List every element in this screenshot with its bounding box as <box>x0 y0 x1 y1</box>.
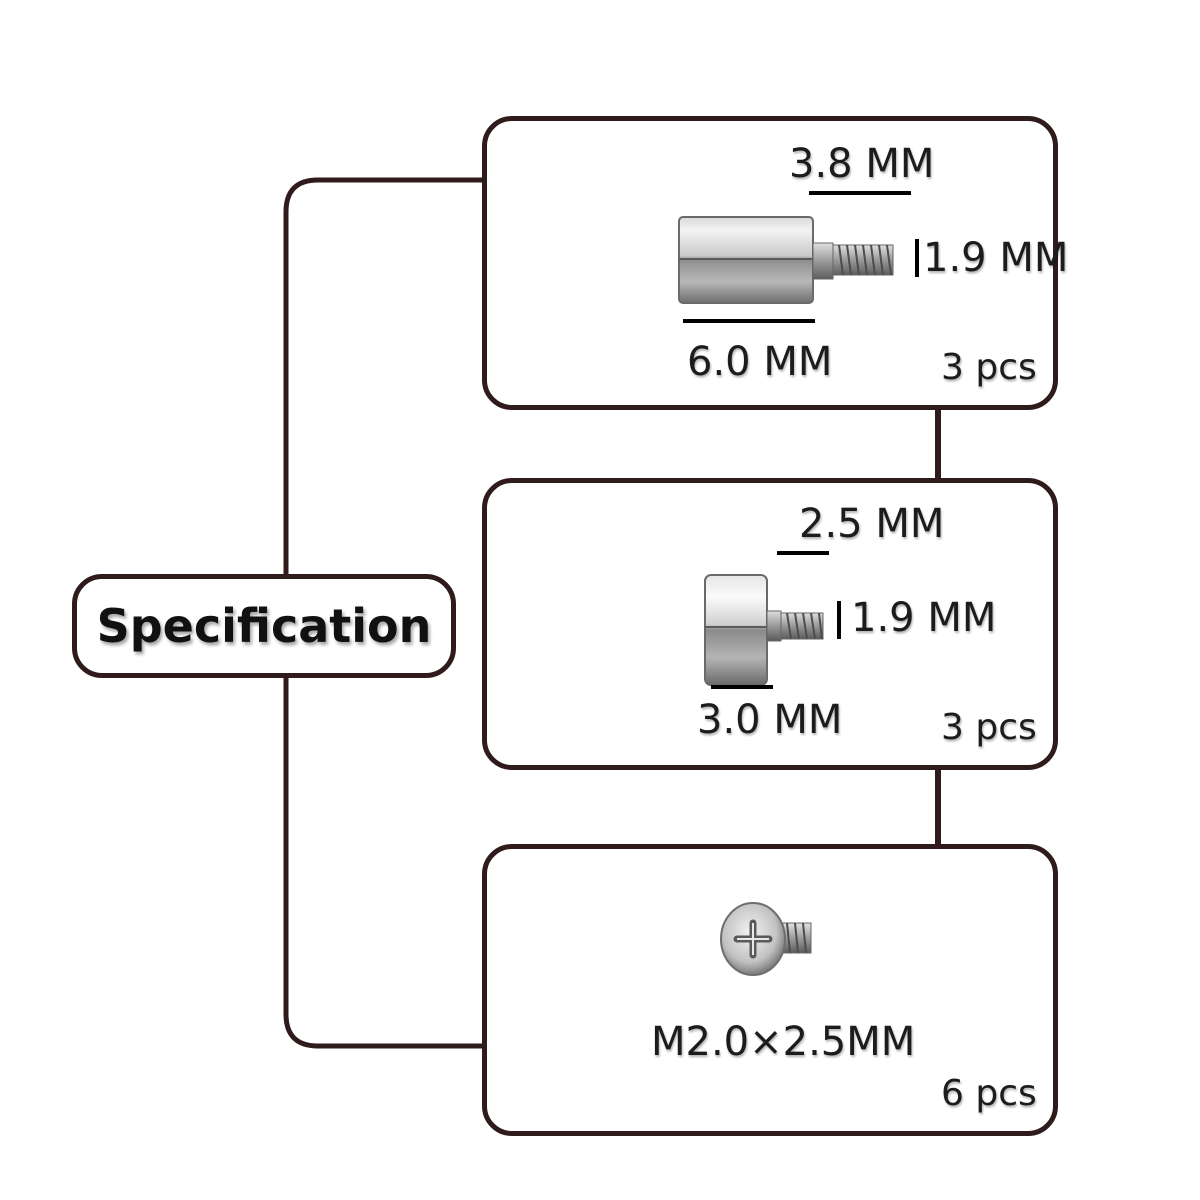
spec-box-1: 3.8 MM <box>482 116 1068 410</box>
top-dimension-line <box>777 551 829 555</box>
bottom-dimension-label: 3.0 MM <box>697 697 843 743</box>
spec-box-3: M2.0×2.5MM 6 pcs <box>482 844 1058 1136</box>
specification-label-box: Specification <box>72 574 456 678</box>
spec-box-2: 2.5 MM 1.9 MM <box>482 478 1058 770</box>
short-hex-standoff-icon <box>704 574 824 686</box>
side-dimension-line <box>837 601 841 639</box>
top-dimension-label: 2.5 MM <box>799 501 945 547</box>
bottom-dimension-line <box>683 319 815 323</box>
top-dimension-label: 3.8 MM <box>789 141 935 187</box>
side-dimension-label: 1.9 MM <box>851 595 997 641</box>
phillips-screw-icon <box>720 902 812 976</box>
bottom-dimension-line <box>711 685 773 689</box>
side-dimension-line <box>915 239 919 277</box>
bottom-dimension-label: 6.0 MM <box>687 339 833 385</box>
side-dimension-label: 1.9 MM <box>923 235 1069 281</box>
top-dimension-line <box>809 191 911 195</box>
screw-size-label: M2.0×2.5MM <box>651 1019 916 1065</box>
specification-title: Specification <box>96 599 432 653</box>
quantity-label: 3 pcs <box>941 707 1037 748</box>
long-hex-standoff-icon <box>678 216 894 304</box>
quantity-label: 6 pcs <box>941 1073 1037 1114</box>
quantity-label: 3 pcs <box>941 347 1037 388</box>
